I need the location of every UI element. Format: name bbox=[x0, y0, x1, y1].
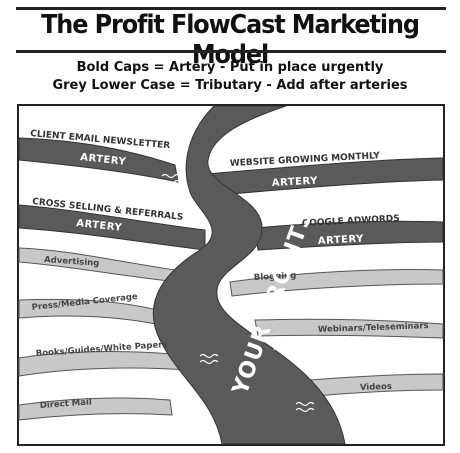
artery-tag-google: ARTERY bbox=[318, 234, 365, 247]
artery-tag-cross-selling: ARTERY bbox=[76, 218, 123, 234]
title-rule bbox=[16, 50, 446, 53]
tributary-label-videos: Videos bbox=[360, 382, 392, 393]
artery-client-email bbox=[18, 137, 179, 183]
top-rule bbox=[16, 7, 446, 10]
tributary-label-webinars: Webinars/Teleseminars bbox=[318, 321, 429, 335]
tributary-direct-mail bbox=[18, 397, 173, 421]
tributary-videos bbox=[309, 373, 444, 397]
main-river bbox=[152, 105, 346, 445]
tributary-label-blogging: Blogging bbox=[254, 271, 297, 283]
artery-tag-client-email: ARTERY bbox=[80, 152, 127, 168]
tributary-webinars bbox=[254, 318, 444, 339]
tributary-blogging bbox=[229, 269, 444, 297]
artery-website bbox=[194, 157, 444, 197]
artery-tag-website: ARTERY bbox=[272, 176, 319, 189]
page-title: The Profit FlowCast Marketing Model bbox=[41, 10, 420, 70]
tributary-label-advertising: Advertising bbox=[44, 255, 100, 269]
artery-google bbox=[254, 220, 444, 251]
subtitle-line-2: Grey Lower Case = Tributary - Add after … bbox=[52, 78, 408, 93]
wave-marks bbox=[159, 173, 315, 413]
tributary-label-direct-mail: Direct Mail bbox=[40, 397, 93, 411]
subtitle-line-1: Bold Caps = Artery - Put in place urgent… bbox=[76, 60, 384, 75]
